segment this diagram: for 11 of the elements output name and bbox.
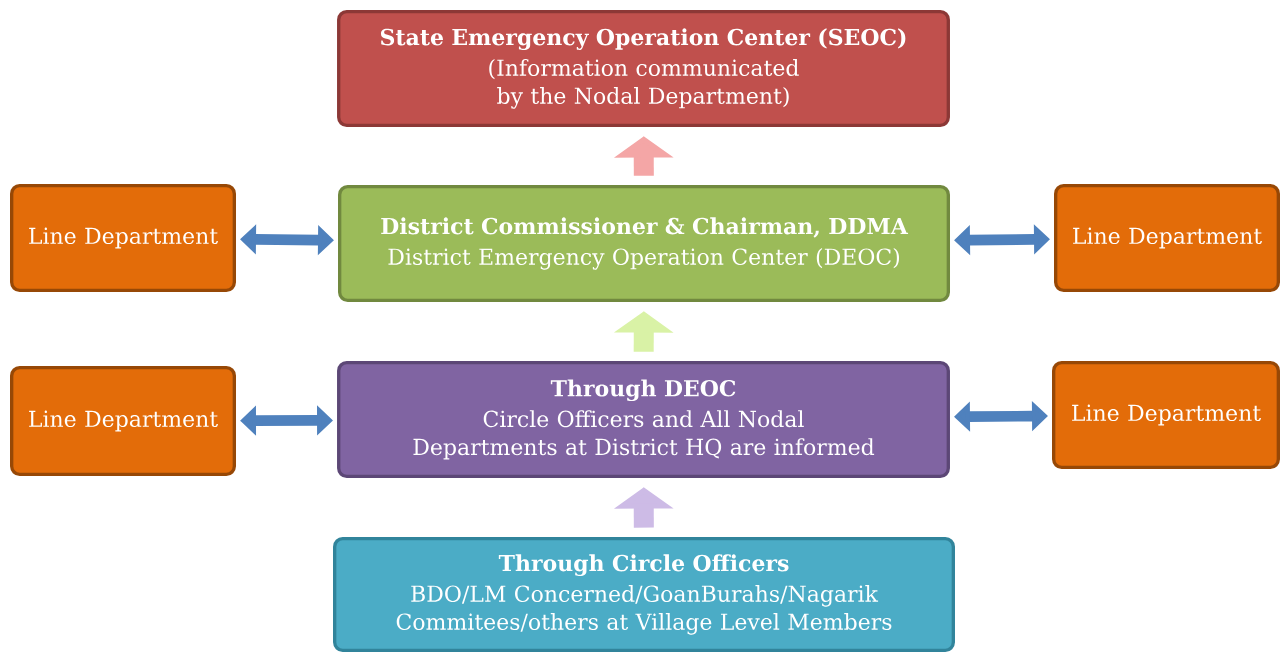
process-box: Through DEOC Circle Officers and All Nodal Departments at District HQ are informed [337, 361, 950, 478]
process-box: Through Circle Officers BDO/LM Concerned/GoanBurahs/Nagarik Commitees/others at Village Level Members [333, 536, 955, 653]
process-box: Line Department [10, 366, 236, 476]
arrow [240, 405, 333, 436]
process-box: Line Department [1052, 361, 1280, 469]
process-box: State Emergency Operation Center (SEOC) (Information communicated by the Nodal Department) [337, 10, 950, 127]
process-box: Line Department [10, 184, 236, 292]
arrow [954, 400, 1048, 432]
arrow [954, 224, 1050, 256]
process-box: Line Department [1054, 184, 1280, 292]
process-box: District Commissioner & Chairman, DDMA District Emergency Operation Center (DEOC) [338, 185, 950, 302]
